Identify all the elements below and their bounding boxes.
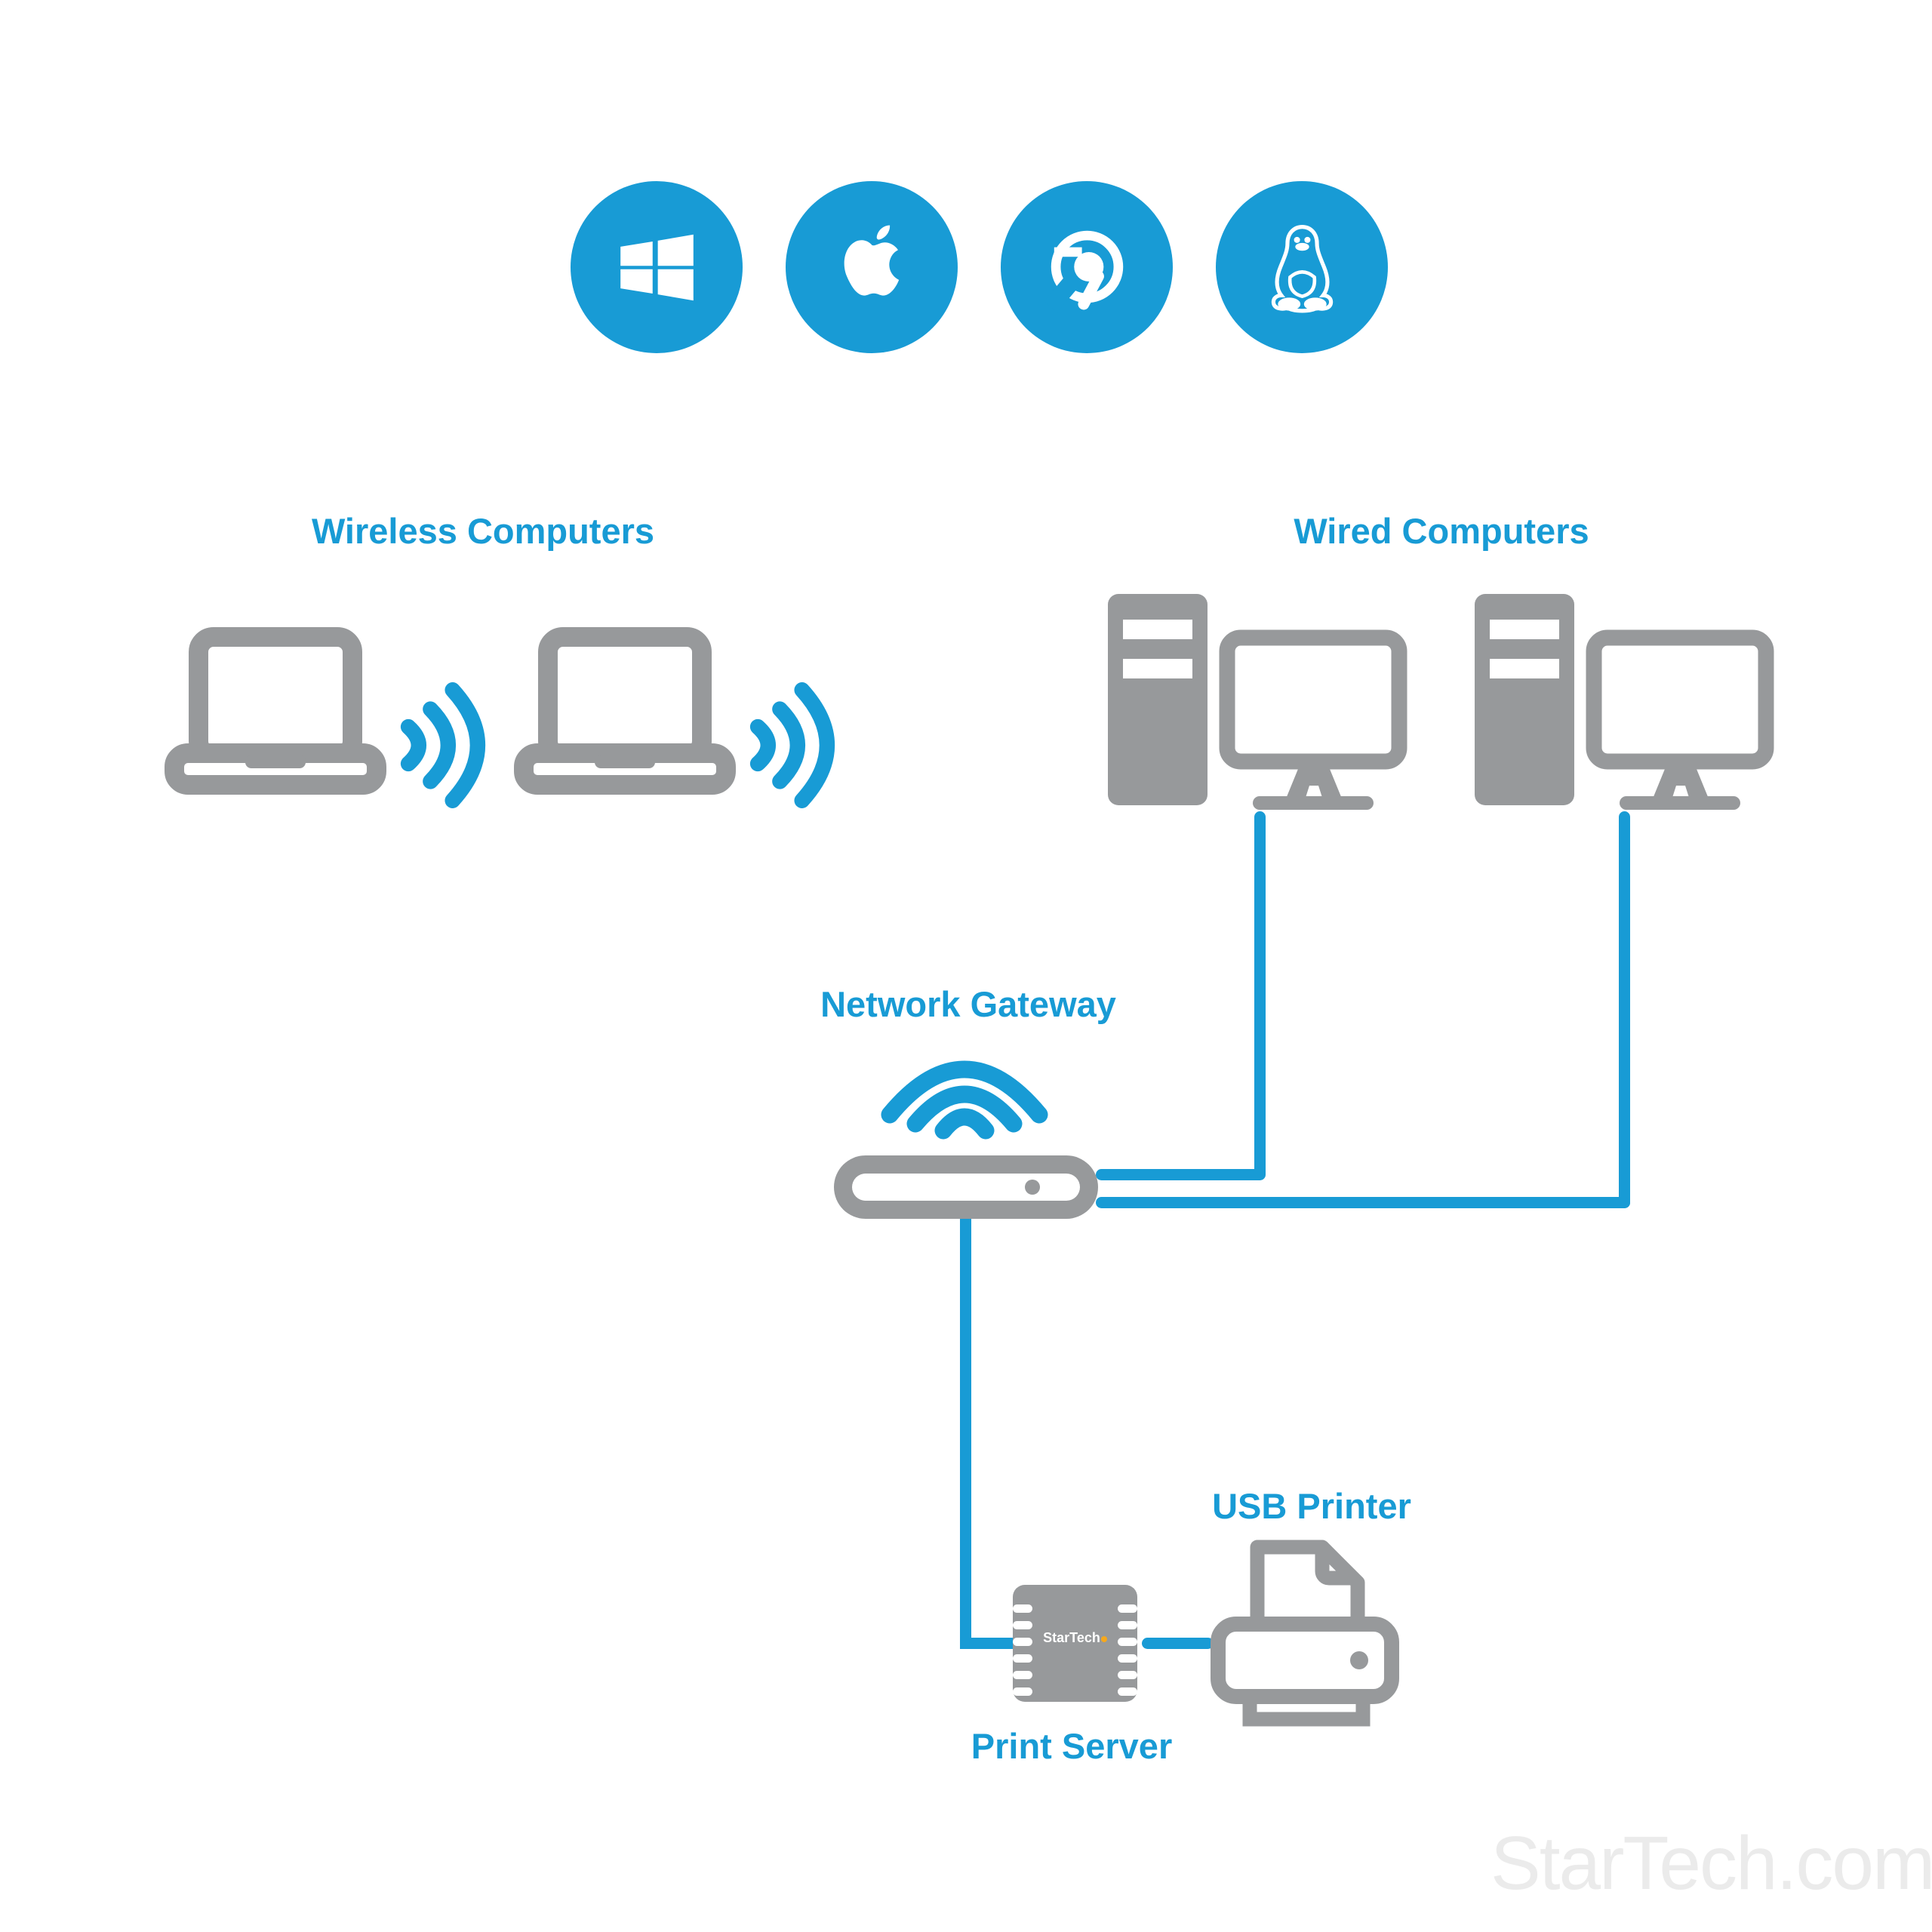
chrome-os-icon [1001,181,1173,353]
apple-logo-glyph [844,225,900,296]
startech-watermark: StarTech.com [1491,1821,1932,1906]
laptop-trackpad-notch [595,755,655,768]
monitor-screen [1219,629,1407,770]
print-server-pins-right [1118,1604,1137,1696]
desktop-computer-1-icon [1108,594,1407,810]
network-gateway-label: Network Gateway [820,984,1116,1024]
tower-drive-slot [1490,659,1559,678]
linux-tux-glyph [1271,225,1334,313]
laptop-base [165,743,386,795]
wired-computers-label: Wired Computers [1294,511,1589,551]
cable-gateway-to-printserver-horizontal [960,1638,1019,1649]
print-server-brand: StarTech [1013,1630,1137,1646]
cable-printserver-to-printer [1142,1638,1214,1649]
usb-printer-icon [1211,1540,1399,1727]
printer-body [1211,1617,1399,1704]
monitor-stand-neck [1651,769,1710,802]
laptop-1-icon [165,627,386,795]
laptop-screen [538,627,712,766]
wifi-signal-2-icon [749,682,835,808]
tower-drive-slot [1123,659,1192,678]
printer-power-button [1350,1651,1368,1669]
tower-drive-slot [1123,620,1192,639]
monitor-screen [1586,629,1774,770]
startech-logo-dot [1100,1636,1107,1642]
os-circle-background [571,181,743,353]
desktop-computer-2-icon [1475,594,1774,810]
tower-case [1108,594,1208,805]
tower-case [1475,594,1574,805]
cable-wired-computer-2-horizontal [1096,1197,1630,1208]
laptop-base [514,743,736,795]
printer-paper [1250,1540,1365,1634]
printer-paper-fold [1315,1549,1356,1586]
wifi-signal-1-icon [400,682,486,808]
linux-os-icon [1216,181,1388,353]
cable-wired-computer-2-vertical [1619,811,1630,1208]
monitor-stand-base [1253,796,1374,810]
chrome-logo-glyph [1044,230,1124,312]
laptop-trackpad-notch [245,755,306,768]
monitor-stand-neck [1284,769,1343,802]
print-server-pins-left [1013,1604,1032,1696]
windows-logo-glyph [620,234,694,301]
cable-wired-computer-1-vertical [1254,811,1266,1180]
network-gateway-router-icon [834,1155,1098,1219]
os-circle-background [1216,181,1388,353]
apple-os-icon [786,181,958,353]
wireless-computers-label: Wireless Computers [311,511,655,551]
tower-drive-slot [1490,620,1559,639]
laptop-2-icon [514,627,736,795]
wifi-broadcast-icon [881,1060,1048,1140]
laptop-screen [189,627,362,766]
print-server-icon [1013,1585,1137,1702]
windows-os-icon [571,181,743,353]
usb-printer-label: USB Printer [1212,1486,1411,1526]
cable-wired-computer-1-horizontal [1096,1169,1265,1180]
print-server-label: Print Server [971,1726,1173,1766]
monitor-stand-base [1620,796,1740,810]
router-led-dot [1025,1180,1040,1195]
print-server-body [1013,1585,1137,1702]
cable-gateway-to-printserver-vertical [960,1211,971,1649]
print-server-brand-text: StarTech [1043,1630,1100,1645]
router-front-panel [852,1174,1080,1201]
